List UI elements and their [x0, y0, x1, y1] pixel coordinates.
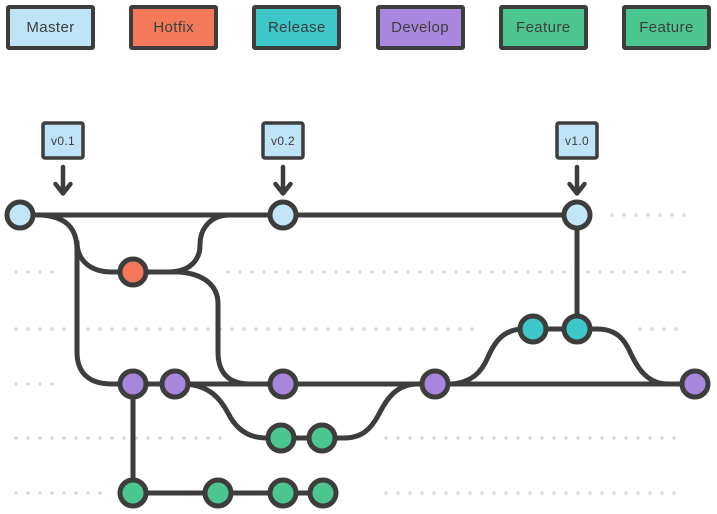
lane-dots-release	[638, 327, 678, 331]
legend-label: Release	[267, 19, 326, 36]
legend-item-master-0: Master	[6, 5, 95, 50]
edge-develop-branch-release	[449, 326, 536, 387]
legend-item-release-2: Release	[252, 5, 342, 50]
edge-release-merge-develop	[574, 326, 671, 387]
legend-item-develop-3: Develop	[375, 5, 465, 50]
edge-develop-branch-feature-a	[185, 381, 284, 441]
commit-node-feature-b	[267, 477, 299, 509]
down-arrow-icon	[567, 164, 587, 196]
tag-label: v0.2	[271, 134, 295, 148]
lane-dots-feature-b	[14, 491, 102, 495]
tag-box	[41, 121, 85, 160]
commit-node-develop	[159, 368, 191, 400]
lane-dots-feature-a	[384, 436, 676, 440]
tag-label: v0.1	[51, 134, 75, 148]
commit-node-develop	[679, 368, 711, 400]
commit-node-master	[4, 199, 36, 231]
legend-label: Master	[26, 19, 75, 36]
legend-label: Develop	[391, 19, 449, 36]
legend-label: Feature	[639, 19, 694, 36]
commit-node-release	[561, 313, 593, 345]
commit-node-feature-a	[265, 422, 297, 454]
edge-master-branch-develop	[39, 212, 136, 387]
commit-node-master	[267, 199, 299, 231]
version-tag-v0.1: v0.1	[41, 121, 85, 196]
version-tag-v1.0: v1.0	[555, 121, 599, 196]
down-arrow-icon	[273, 164, 293, 196]
lane-dots-develop	[14, 382, 54, 386]
lane-dots-hotfix	[226, 270, 686, 274]
tag-label: v1.0	[565, 134, 589, 148]
legend-item-feature-4: Feature	[498, 5, 588, 50]
commit-node-develop	[267, 368, 299, 400]
lane-dots-master	[610, 213, 686, 217]
commit-node-develop	[419, 368, 451, 400]
tag-box	[555, 121, 599, 160]
legend-label: Hotfix	[153, 19, 195, 36]
lane-dots-release	[14, 327, 474, 331]
lane-dots-feature-b	[384, 491, 676, 495]
edge-hotfix-merge-master	[165, 212, 233, 275]
commit-node-master	[561, 199, 593, 231]
commit-node-feature-b	[307, 477, 339, 509]
commit-node-release	[517, 313, 549, 345]
commit-node-develop	[117, 368, 149, 400]
commit-node-feature-b	[202, 477, 234, 509]
down-arrow-icon	[53, 164, 73, 196]
commit-node-feature-a	[306, 422, 338, 454]
tag-box	[261, 121, 305, 160]
commit-node-feature-b	[117, 477, 149, 509]
edge-hotfix-merge-develop	[177, 269, 253, 387]
branch-legend: Master Hotfix Release Develop Feature Feature	[6, 5, 711, 50]
legend-item-feature-5: Feature	[621, 5, 711, 50]
legend-label: Feature	[516, 19, 571, 36]
version-tag-v0.2: v0.2	[261, 121, 305, 196]
commit-node-hotfix	[117, 256, 149, 288]
legend-item-hotfix-1: Hotfix	[129, 5, 219, 50]
edge-master-branch-hotfix	[74, 239, 136, 275]
edge-feature-a-merge-develop	[319, 381, 421, 441]
lane-dots-hotfix	[14, 270, 54, 274]
lane-dots-feature-a	[14, 436, 222, 440]
